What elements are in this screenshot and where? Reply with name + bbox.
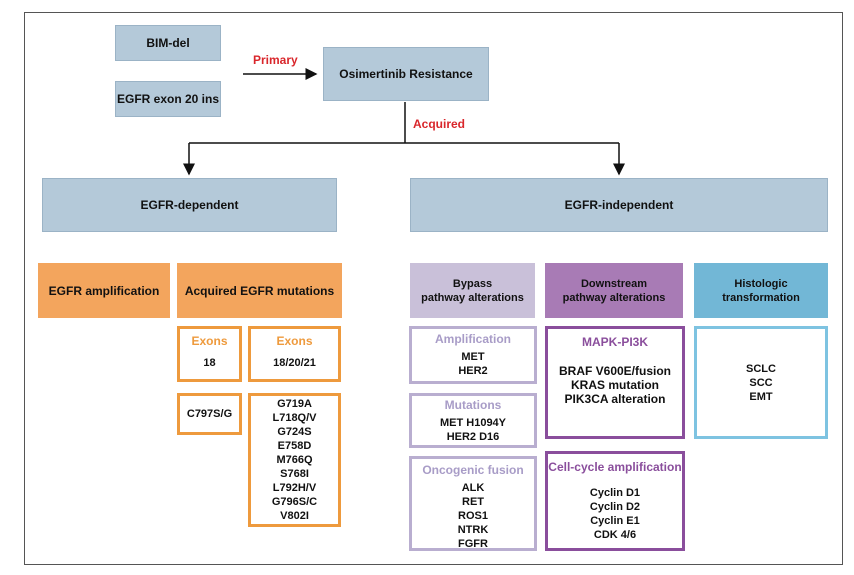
mapk-item: BRAF V600E/fusion (558, 364, 672, 378)
egfr-independent-label: EGFR-independent (564, 198, 674, 212)
c797-label: C797S/G (186, 408, 233, 420)
histologic-box: SCLC SCC EMT (694, 326, 828, 439)
cause-egfr-exon20: EGFR exon 20 ins (115, 81, 221, 117)
acquired-label: Acquired (413, 117, 466, 131)
mutation-item: G719A (277, 398, 312, 410)
mutation-list-box: G719A L718Q/V G724S E758D M766Q S768I L7… (248, 393, 341, 527)
cell-cycle-item: CDK 4/6 (593, 529, 637, 541)
c797-box: C797S/G (177, 393, 242, 435)
mutation-item: M766Q (276, 454, 313, 466)
bypass-header-line1: Bypass (452, 277, 493, 290)
bypass-fusion-box: Oncogenic fusion ALK RET ROS1 NTRK FGFR (409, 456, 537, 551)
bypass-mut-item: HER2 D16 (446, 430, 500, 443)
cause-bim-del-label: BIM-del (146, 36, 190, 50)
figure-frame (24, 12, 843, 565)
bypass-mut-item: MET H1094Y (439, 416, 507, 429)
bypass-fusion-item: ROS1 (458, 510, 488, 522)
exons-18-20-21-value: 18/20/21 (273, 357, 316, 369)
bypass-header-box: Bypass pathway alterations (410, 263, 535, 318)
mutation-list: G719A L718Q/V G724S E758D M766Q S768I L7… (272, 397, 317, 523)
cause-bim-del: BIM-del (115, 25, 221, 61)
mutation-item: G724S (277, 426, 312, 438)
histologic-header-line2: transformation (722, 291, 800, 304)
acquired-mutations-label: Acquired EGFR mutations (184, 283, 335, 298)
exons-18-20-21-title: Exons (276, 334, 313, 348)
egfr-dependent-label: EGFR-dependent (140, 198, 239, 212)
histologic-item: SCLC (746, 362, 776, 375)
mutation-item: V802I (280, 510, 309, 522)
mutation-item: L718Q/V (272, 412, 317, 424)
cell-cycle-item: Cyclin E1 (590, 515, 640, 527)
mutation-item: L792H/V (272, 482, 317, 494)
mapk-item: KRAS mutation (571, 378, 659, 392)
bypass-amp-item: MET (461, 351, 485, 363)
cell-cycle-item: Cyclin D2 (589, 501, 641, 513)
egfr-amplification-box: EGFR amplification (38, 263, 170, 318)
exons-18-title: Exons (191, 334, 228, 348)
mapk-pi3k-box: MAPK-PI3K BRAF V600E/fusion KRAS mutatio… (545, 326, 685, 439)
cell-cycle-box: Cell-cycle amplification Cyclin D1 Cycli… (545, 451, 685, 551)
egfr-dependent-box: EGFR-dependent (42, 178, 337, 232)
histologic-header-line1: Histologic (734, 277, 788, 290)
bypass-amp-item: HER2 (458, 365, 488, 377)
bypass-fusion-item: FGFR (458, 538, 488, 550)
mapk-item: PIK3CA alteration (564, 392, 666, 406)
bypass-amplification-title: Amplification (434, 332, 511, 346)
center-title: Osimertinib Resistance (339, 67, 473, 81)
bypass-header-line2: pathway alterations (421, 291, 524, 304)
cell-cycle-title: Cell-cycle amplification (548, 460, 682, 474)
histologic-item: EMT (749, 390, 773, 403)
bypass-fusion-title: Oncogenic fusion (422, 463, 524, 477)
bypass-fusion-item: RET (462, 496, 484, 508)
mutation-item: G796S/C (271, 496, 318, 508)
bypass-mutations-title: Mutations (444, 397, 502, 412)
mutation-item: E758D (277, 440, 312, 452)
cell-cycle-item: Cyclin D1 (589, 487, 641, 499)
histologic-header-box: Histologic transformation (694, 263, 828, 318)
bypass-mutations-box: Mutations MET H1094Y HER2 D16 (409, 393, 537, 448)
downstream-header-box: Downstream pathway alterations (545, 263, 683, 318)
egfr-amplification-label: EGFR amplification (48, 283, 160, 298)
downstream-header-line2: pathway alterations (562, 291, 666, 304)
primary-label: Primary (253, 53, 298, 67)
exons-18-value: 18 (203, 357, 216, 369)
bypass-fusion-item: ALK (461, 482, 485, 494)
cause-egfr-exon20-label: EGFR exon 20 ins (116, 92, 220, 106)
bypass-amplification-box: Amplification MET HER2 (409, 326, 537, 384)
egfr-independent-box: EGFR-independent (410, 178, 828, 232)
exons-18-box: Exons 18 (177, 326, 242, 382)
mutation-item: S768I (280, 468, 309, 480)
acquired-mutations-box: Acquired EGFR mutations (177, 263, 342, 318)
exons-18-20-21-box: Exons 18/20/21 (248, 326, 341, 382)
osimertinib-resistance-box: Osimertinib Resistance (323, 47, 489, 101)
mapk-pi3k-title: MAPK-PI3K (581, 335, 648, 349)
histologic-item: SCC (749, 376, 773, 389)
bypass-fusion-item: NTRK (457, 524, 489, 536)
downstream-header-line1: Downstream (580, 277, 648, 290)
